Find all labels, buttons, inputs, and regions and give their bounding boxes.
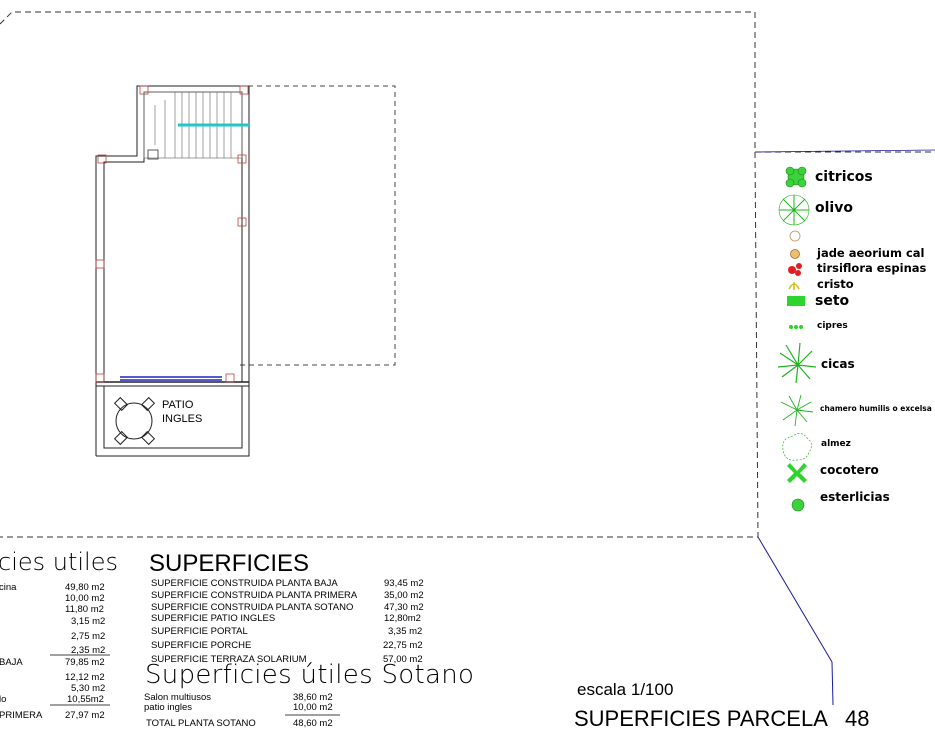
superficies-row-value: 93,45 m2	[384, 578, 424, 589]
legend-icons	[777, 166, 817, 512]
olivo-icon	[778, 194, 810, 226]
citricos-icon	[785, 166, 807, 188]
superficies-row-label: SUPERFICIE CONSTRUIDA PLANTA BAJA	[151, 578, 338, 589]
left-row-value: 27,97 m2	[65, 710, 105, 721]
parcela-title: SUPERFICIES PARCELA 48	[574, 706, 870, 731]
sotano-row-value: 38,60 m2	[293, 692, 333, 703]
room-label: PATIO INGLES	[162, 398, 202, 426]
sotano-row-label: TOTAL PLANTA SOTANO	[146, 718, 256, 729]
superficies-title: SUPERFICIES	[149, 550, 310, 577]
parcel-edge-line-2	[831, 661, 834, 706]
superficies-row-value: 35,00 m2	[384, 590, 424, 601]
superficies-row-value: 57,00 m2	[383, 654, 423, 665]
column-small	[147, 149, 159, 160]
cristo-icon	[788, 282, 800, 290]
legend-citricos: citricos	[815, 169, 873, 185]
left-row-value: 49,80 m2	[65, 582, 105, 593]
superficies-row-label: SUPERFICIE PATIO INGLES	[151, 613, 276, 624]
left-row-value: 10,00 m2	[65, 593, 105, 604]
legend-tirsiflora: tirsiflora espinas	[817, 261, 927, 275]
cocotero-icon	[787, 463, 807, 483]
superficies-row-value: 22,75 m2	[383, 640, 423, 651]
left-row-value: 79,85 m2	[65, 657, 105, 668]
sotano-row-value: 48,60 m2	[293, 718, 333, 729]
legend-almez: almez	[821, 439, 851, 449]
superficies-row-value: 47,30 m2	[384, 602, 424, 613]
left-row-value: 11,80 m2	[65, 604, 104, 615]
superficies-row-value: 3,35 m2	[388, 626, 423, 637]
legend-cristo: cristo	[817, 277, 854, 291]
left-row-label: cina	[0, 582, 17, 593]
almez-icon	[782, 433, 812, 461]
room-label-line-2: INGLES	[162, 413, 203, 425]
superficies-row-label: SUPERFICIE CONSTRUIDA PLANTA SOTANO	[151, 602, 354, 613]
left-row-value: 2,75 m2	[71, 631, 106, 642]
upper-floor-outline	[240, 85, 396, 366]
left-row-value: 5,30 m2	[71, 683, 106, 694]
table-rules	[50, 654, 340, 716]
seto-icon	[787, 296, 805, 306]
scale-label: escala 1/100	[577, 680, 674, 699]
cipres-icon	[789, 325, 803, 329]
legend-esterlicias: esterlicias	[820, 490, 890, 504]
sotano-row-value: 10,00 m2	[293, 702, 333, 713]
legend-chamero: chamero humilis o excelsa	[820, 404, 932, 413]
sotano-row-label: Salon multiusos	[144, 692, 212, 703]
superficies-row-label: SUPERFICIE PORCHE	[151, 640, 252, 651]
left-table-title: cies utiles	[0, 548, 118, 576]
legend-olivo: olivo	[815, 200, 853, 216]
left-row-label: lo	[0, 694, 7, 705]
superficies-row-label: SUPERFICIE TERRAZA SOLARIUM	[151, 654, 307, 665]
left-row-value: 12,12 m2	[65, 672, 105, 683]
left-row-value: 3,15 m2	[71, 616, 106, 627]
chamero-icon	[780, 394, 814, 427]
legend-seto: seto	[815, 293, 850, 309]
parcel-edge-line	[757, 536, 833, 663]
superficies-row-value: 12,80m2	[384, 613, 421, 624]
superficies-row-label: SUPERFICIE PORTAL	[151, 626, 248, 637]
cicas-icon	[777, 342, 817, 384]
jade-icon	[790, 249, 800, 259]
table-and-chairs	[113, 396, 156, 446]
sotano-row-label: patio ingles	[144, 702, 193, 713]
left-row-label: PRIMERA	[0, 710, 43, 721]
esterlicias-icon	[791, 498, 805, 512]
legend-cocotero: cocotero	[820, 463, 879, 477]
column-markers	[95, 85, 249, 383]
left-row-label: BAJA	[0, 657, 23, 668]
legend-cicas: cicas	[821, 357, 855, 371]
tirsiflora-icon	[788, 263, 802, 276]
empty-circle-icon	[789, 230, 801, 242]
sotano-title: Superficies útiles Sotano	[145, 660, 475, 690]
parcel-edge-top	[757, 149, 935, 153]
left-row-value: 10,55m2	[67, 694, 104, 705]
legend-cipres: cipres	[817, 321, 848, 331]
left-row-value: 2,35 m2	[71, 645, 106, 656]
superficies-row-label: SUPERFICIE CONSTRUIDA PLANTA PRIMERA	[151, 590, 358, 601]
window	[120, 376, 222, 381]
legend-jade: jade aeorium cal	[817, 246, 925, 260]
room-label-line-1: PATIO	[162, 399, 194, 411]
